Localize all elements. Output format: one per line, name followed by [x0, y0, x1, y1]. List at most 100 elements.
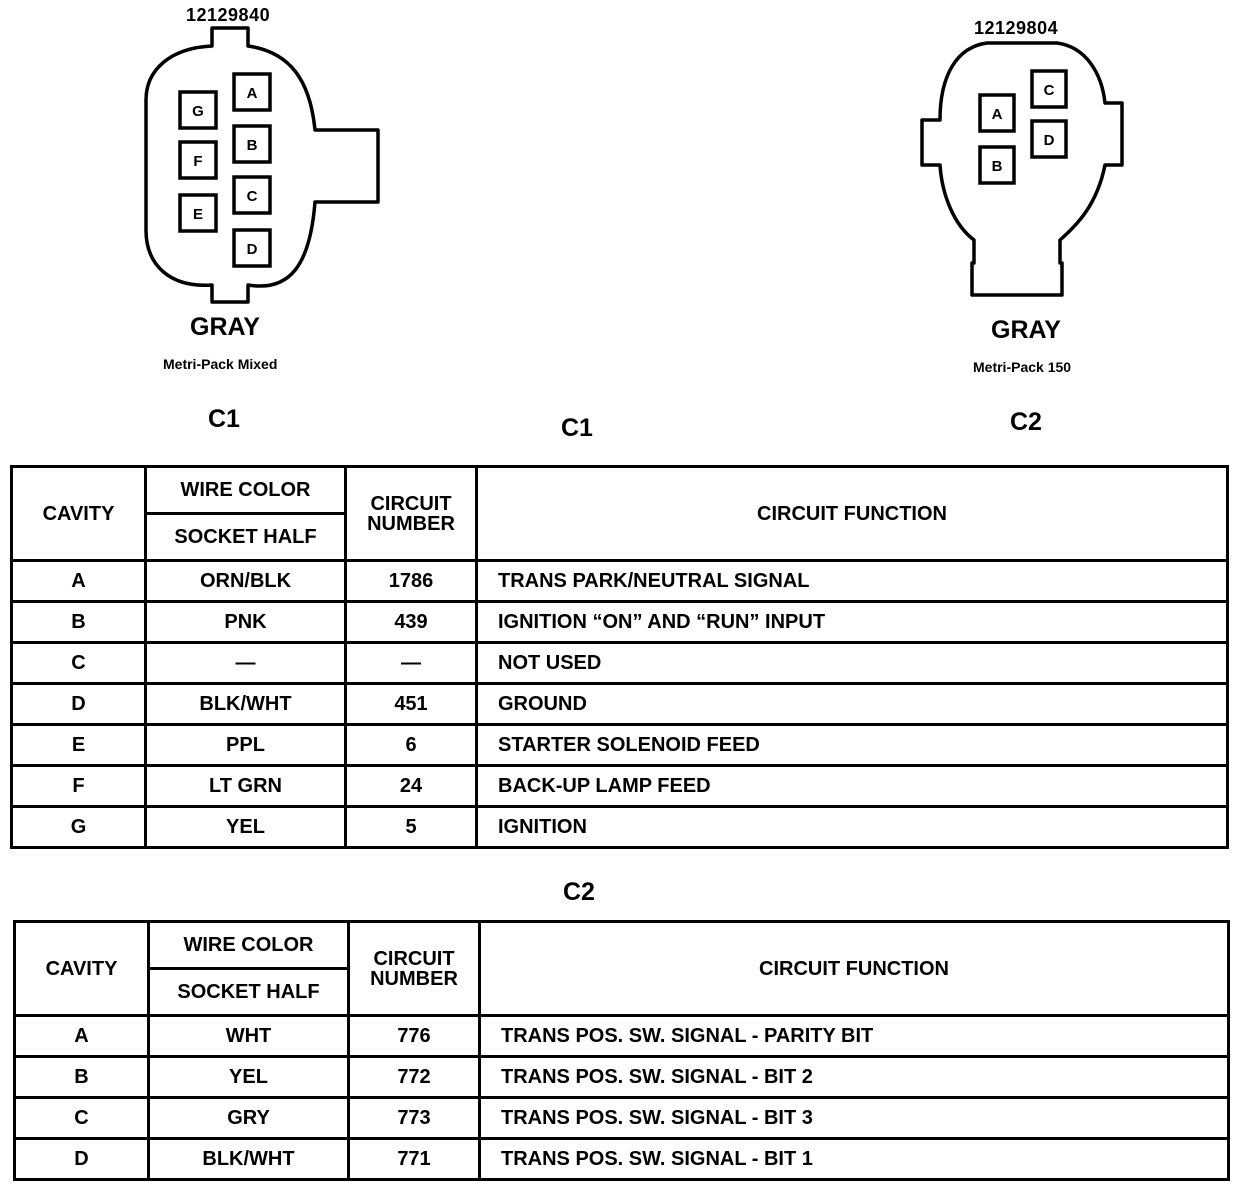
cell-wire-color: YEL: [147, 1055, 350, 1099]
cell-wire-color: LT GRN: [144, 764, 347, 808]
svg-text:A: A: [992, 106, 1003, 123]
svg-text:C: C: [1044, 82, 1055, 99]
cell-cavity: B: [13, 1055, 150, 1099]
svg-text:D: D: [247, 241, 258, 258]
c2-connector-type: Metri-Pack 150: [973, 359, 1072, 375]
header-circuit-number: CIRCUIT NUMBER: [344, 465, 478, 562]
cell-circuit-number: 1786: [344, 559, 478, 603]
cell-circuit-number: 451: [344, 682, 478, 726]
c2-part-number: 12129804: [974, 18, 1059, 38]
cell-circuit-number: 6: [344, 723, 478, 767]
svg-text:F: F: [193, 153, 202, 170]
cell-cavity: C: [13, 1096, 150, 1140]
c1-cavity-d: D: [232, 228, 272, 268]
c1-cavity-b: B: [232, 124, 272, 164]
header-circuit-function: CIRCUIT FUNCTION: [475, 465, 1229, 562]
c2-cavity-c: C: [1030, 69, 1068, 109]
c1-pinout-table: CAVITY WIRE COLOR CIRCUIT NUMBER CIRCUIT…: [10, 465, 1229, 849]
cell-cavity: G: [10, 805, 147, 849]
c2-connector-outline: [920, 41, 1124, 297]
cell-circuit-function: TRANS POS. SW. SIGNAL - BIT 2: [478, 1055, 1230, 1099]
cell-cavity: B: [10, 600, 147, 644]
cell-circuit-function: GROUND: [475, 682, 1229, 726]
cell-wire-color: —: [144, 641, 347, 685]
c2-table-title: C2: [563, 878, 595, 906]
cell-circuit-function: TRANS POS. SW. SIGNAL - PARITY BIT: [478, 1014, 1230, 1058]
cell-cavity: A: [13, 1014, 150, 1058]
cell-wire-color: BLK/WHT: [144, 682, 347, 726]
cell-circuit-function: STARTER SOLENOID FEED: [475, 723, 1229, 767]
cell-cavity: F: [10, 764, 147, 808]
cell-circuit-function: TRANS POS. SW. SIGNAL - BIT 3: [478, 1096, 1230, 1140]
header-cavity: CAVITY: [10, 465, 147, 562]
cell-circuit-function: IGNITION: [475, 805, 1229, 849]
cell-circuit-function: BACK-UP LAMP FEED: [475, 764, 1229, 808]
c2-cavity-b: B: [978, 145, 1016, 185]
cell-circuit-number: 776: [347, 1014, 481, 1058]
c1-table-title: C1: [561, 414, 593, 442]
header-circuit-number-line1: CIRCUIT: [370, 492, 452, 515]
svg-text:D: D: [1044, 132, 1055, 149]
svg-text:G: G: [192, 103, 204, 120]
svg-text:B: B: [247, 137, 258, 154]
c1-part-number: 12129840: [186, 5, 271, 25]
cell-wire-color: WHT: [147, 1014, 350, 1058]
header-circuit-number-line2: NUMBER: [370, 967, 458, 990]
header-socket-half: SOCKET HALF: [147, 967, 350, 1017]
c2-connector-color: GRAY: [991, 316, 1061, 344]
svg-text:A: A: [247, 85, 258, 102]
c1-cavity-g: G: [178, 90, 218, 130]
cell-wire-color: GRY: [147, 1096, 350, 1140]
cell-cavity: E: [10, 723, 147, 767]
cell-wire-color: ORN/BLK: [144, 559, 347, 603]
header-wire-color: WIRE COLOR: [144, 465, 347, 515]
cell-circuit-number: 772: [347, 1055, 481, 1099]
c1-cavity-f: F: [178, 140, 218, 180]
c2-connector-face-diagram: A B C D: [920, 41, 1124, 297]
svg-text:B: B: [992, 158, 1003, 175]
c2-pinout-table: CAVITY WIRE COLOR CIRCUIT NUMBER CIRCUIT…: [13, 920, 1230, 1181]
c1-cavity-a: A: [232, 72, 272, 112]
c2-cavity-a: A: [978, 93, 1016, 133]
cell-cavity: C: [10, 641, 147, 685]
header-circuit-number-line1: CIRCUIT: [373, 947, 455, 970]
c1-connector-outline: [144, 26, 380, 304]
cell-circuit-number: 439: [344, 600, 478, 644]
header-cavity: CAVITY: [13, 920, 150, 1017]
cell-circuit-function: NOT USED: [475, 641, 1229, 685]
c2-cavity-d: D: [1030, 119, 1068, 159]
cell-wire-color: YEL: [144, 805, 347, 849]
cell-cavity: D: [10, 682, 147, 726]
cell-circuit-function: IGNITION “ON” AND “RUN” INPUT: [475, 600, 1229, 644]
cell-circuit-number: —: [344, 641, 478, 685]
c1-connector-type: Metri-Pack Mixed: [163, 356, 278, 372]
c1-cavity-c: C: [232, 175, 272, 215]
table-row: C——NOT USED: [10, 641, 1229, 685]
header-wire-color: WIRE COLOR: [147, 920, 350, 970]
cell-cavity: A: [10, 559, 147, 603]
c1-connector-color: GRAY: [190, 313, 260, 341]
cell-circuit-number: 24: [344, 764, 478, 808]
cell-wire-color: PPL: [144, 723, 347, 767]
cell-cavity: D: [13, 1137, 150, 1181]
cell-wire-color: BLK/WHT: [147, 1137, 350, 1181]
cell-circuit-number: 771: [347, 1137, 481, 1181]
header-circuit-number: CIRCUIT NUMBER: [347, 920, 481, 1017]
svg-text:E: E: [193, 206, 203, 223]
c1-connector-face-diagram: G F E A B C D: [144, 26, 380, 304]
cell-circuit-function: TRANS PARK/NEUTRAL SIGNAL: [475, 559, 1229, 603]
header-circuit-function: CIRCUIT FUNCTION: [478, 920, 1230, 1017]
c1-connector-label: C1: [208, 405, 240, 433]
